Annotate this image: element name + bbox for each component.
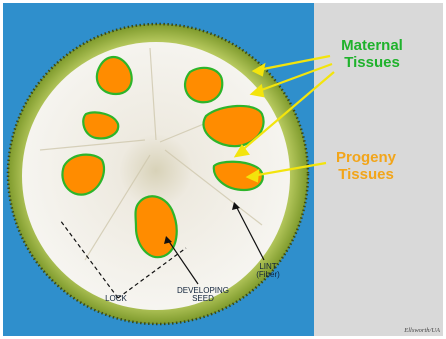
seed-1: [97, 57, 132, 94]
lint-label: LINT (Fiber): [248, 263, 288, 280]
progeny-label-line1: Progeny: [316, 150, 416, 167]
maternal-label-line2: Tissues: [322, 55, 422, 72]
credit-text: Ellsworth/UA: [404, 327, 440, 334]
developing-seed-label: DEVELOPING SEED: [168, 287, 238, 304]
seed-label-line2: SEED: [168, 295, 238, 303]
progeny-label-line2: Tissues: [316, 167, 416, 184]
seed-7: [136, 196, 177, 257]
seed-2: [185, 68, 222, 102]
lock-label: LOCK: [96, 295, 136, 303]
maternal-tissues-label: Maternal Tissues: [322, 38, 422, 71]
maternal-label-line1: Maternal: [322, 38, 422, 55]
lint-label-line2: (Fiber): [248, 271, 288, 279]
progeny-tissues-label: Progeny Tissues: [316, 150, 416, 183]
